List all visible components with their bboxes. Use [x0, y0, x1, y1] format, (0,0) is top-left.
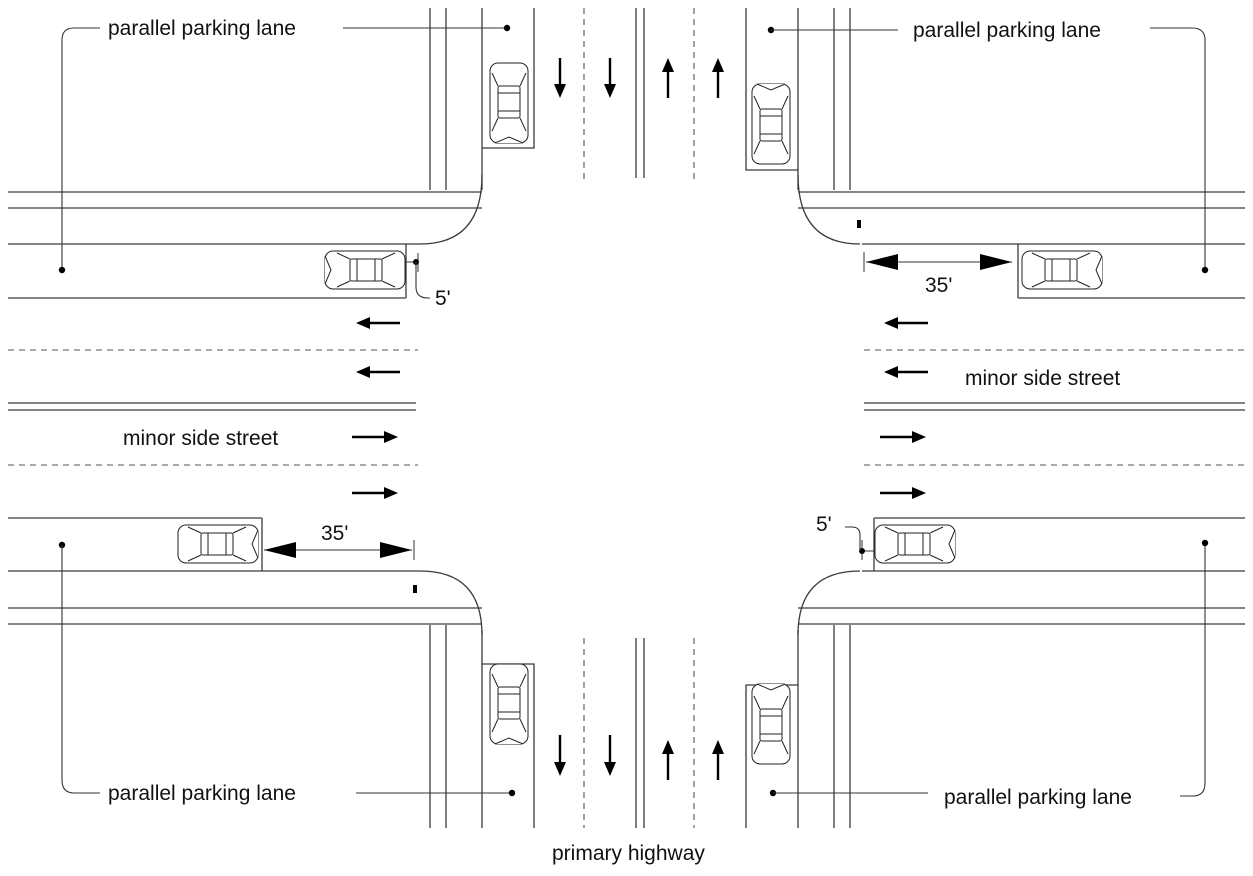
parking-stalls	[261, 8, 1019, 828]
arrow-icon	[880, 431, 926, 443]
dimension-arrow-icon	[380, 542, 412, 558]
label-side-street-right: minor side street	[965, 367, 1120, 390]
label-parking-bottom-right: parallel parking lane	[944, 786, 1132, 809]
arrow-icon	[356, 317, 400, 329]
label-parking-bottom-left: parallel parking lane	[108, 782, 296, 805]
car-icon	[489, 62, 529, 144]
car-icon	[751, 83, 791, 165]
car-icon	[489, 663, 529, 745]
dimension-5ft-lower-right	[845, 526, 874, 560]
arrow-icon	[662, 740, 674, 780]
dimension-35ft-upper-right	[857, 220, 1012, 272]
dimension-arrow-icon	[264, 542, 296, 558]
label-parking-top-right: parallel parking lane	[913, 19, 1101, 42]
leader-bottom-right	[769, 539, 1209, 797]
arrow-icon	[554, 735, 566, 776]
arrow-icon	[352, 487, 398, 499]
dimension-arrow-icon	[980, 254, 1012, 270]
dimension-label: 35'	[321, 522, 348, 545]
car-icon	[324, 250, 406, 290]
arrow-icon	[884, 366, 928, 378]
dimension-35ft-lower-left	[264, 540, 417, 593]
dimension-5ft-upper-left	[406, 253, 430, 299]
label-parking-top-left: parallel parking lane	[108, 17, 296, 40]
dimension-label: 35'	[925, 274, 952, 297]
arrow-icon	[712, 740, 724, 780]
arrow-icon	[352, 431, 398, 443]
leader-top-right	[767, 26, 1209, 274]
arrow-icon	[884, 317, 928, 329]
arrow-icon	[604, 735, 616, 776]
arrow-icon	[662, 58, 674, 98]
side-street-lines	[8, 191, 1245, 625]
dimension-label: 5'	[816, 513, 832, 536]
arrow-icon	[880, 487, 926, 499]
leader-top-left	[58, 24, 511, 274]
arrow-icon	[356, 366, 400, 378]
label-highway: primary highway	[552, 842, 705, 865]
leader-bottom-left	[58, 541, 516, 797]
car-icon	[177, 524, 259, 564]
dimension-label: 5'	[435, 287, 451, 310]
car-icon	[1021, 250, 1103, 290]
car-icon	[751, 683, 791, 765]
curb-returns	[419, 174, 861, 636]
arrow-icon	[604, 58, 616, 98]
highway-lines	[429, 8, 851, 828]
arrow-icon	[712, 58, 724, 98]
arrow-icon	[554, 58, 566, 98]
dimension-arrow-icon	[866, 254, 898, 270]
label-side-street-left: minor side street	[123, 427, 278, 450]
car-icon	[874, 524, 956, 564]
